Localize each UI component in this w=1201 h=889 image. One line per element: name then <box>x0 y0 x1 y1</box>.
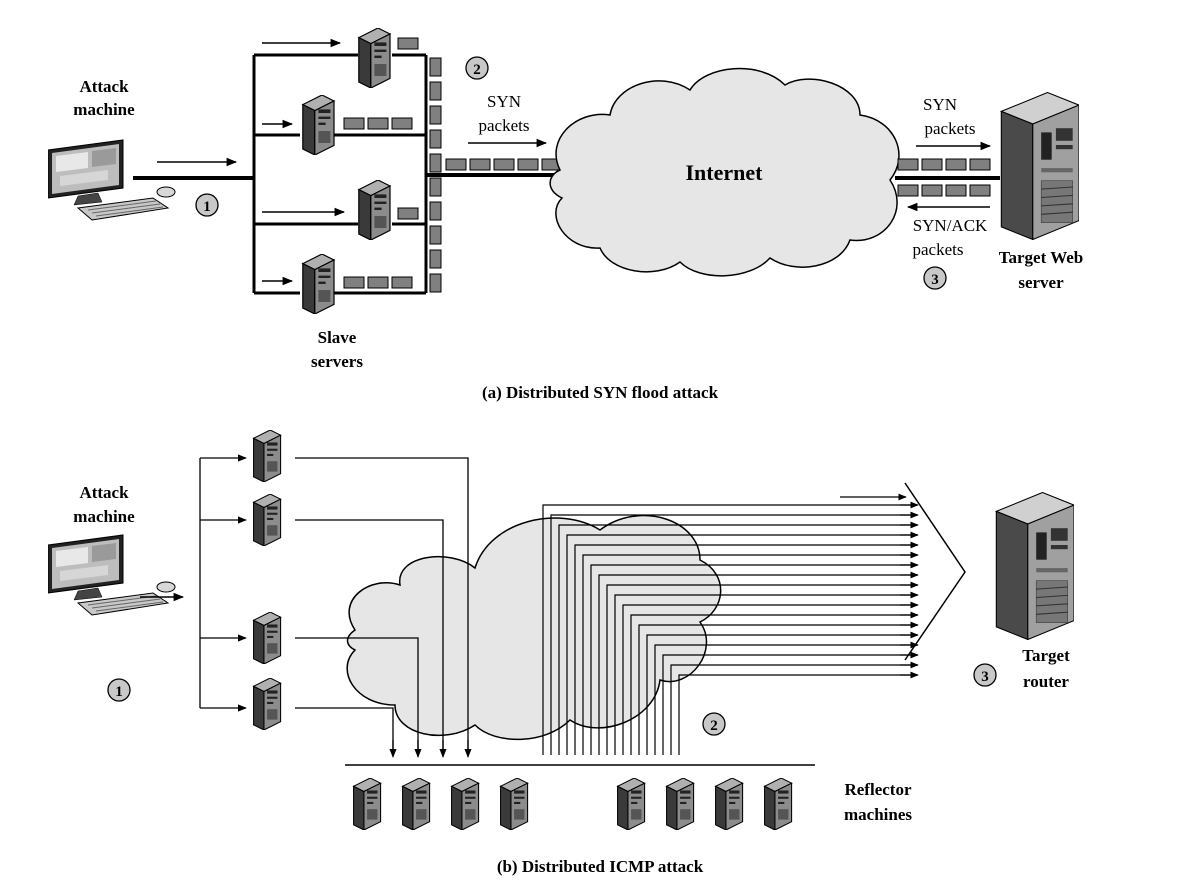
syn-label-line2: packets <box>479 116 530 135</box>
reflector-server-icon <box>450 778 480 830</box>
step-3-number: 3 <box>981 669 989 685</box>
synack-label-line2: packets <box>913 240 964 259</box>
slave-server-icon <box>302 254 335 314</box>
internet-label: Internet <box>686 160 764 185</box>
slave-server-icon <box>358 180 391 240</box>
target-label-line1: Target Web <box>999 248 1084 267</box>
step-3-number: 3 <box>931 272 939 288</box>
slave-label-line2: servers <box>311 352 363 371</box>
target-label-line1: Target <box>1022 646 1070 665</box>
step-2-number: 2 <box>710 718 718 734</box>
reflector-server-icon <box>665 778 695 830</box>
attack-machine-label-line2: machine <box>73 507 135 526</box>
agent-server-icon <box>252 430 282 482</box>
reflector-server-icon <box>499 778 529 830</box>
packet-queue <box>445 158 561 171</box>
slave-server-icon <box>358 28 391 88</box>
slave-label-line1: Slave <box>318 328 357 347</box>
flood-arrowheads <box>840 493 919 679</box>
agent-server-icon <box>252 678 282 730</box>
reflector-command-arrows <box>389 740 472 758</box>
icmp-attack-panel: Attack machine 1 <box>48 430 1074 876</box>
reflection-flood <box>542 504 917 755</box>
slave-tree <box>252 53 428 295</box>
step-2-badge <box>702 712 726 736</box>
agent-server-icon <box>252 612 282 664</box>
attack-machine-label-line2: machine <box>73 100 135 119</box>
attack-machine-icon <box>48 534 176 616</box>
packet-queue <box>897 158 991 197</box>
big-flood-arrowhead <box>904 482 966 661</box>
syn-label-line1: SYN <box>487 92 521 111</box>
internet-cloud <box>346 514 722 741</box>
caption-a: (a) Distributed SYN flood attack <box>482 383 719 402</box>
reflector-server-icon <box>763 778 793 830</box>
reflector-command-lines <box>295 457 469 755</box>
syn-in-label-line1: SYN <box>923 95 957 114</box>
reflector-server-icon <box>616 778 646 830</box>
syn-flood-panel: Attack machine 1 <box>48 28 1083 402</box>
reflector-server-icon <box>401 778 431 830</box>
target-router-icon <box>995 492 1074 640</box>
internet-cloud <box>549 67 900 277</box>
step-3-badge <box>923 266 947 290</box>
step-1-badge <box>195 193 219 217</box>
step-3-badge <box>973 663 997 687</box>
reflector-label-line1: Reflector <box>844 780 911 799</box>
agent-server-icon <box>252 494 282 546</box>
attack-machine-label-line1: Attack <box>79 77 129 96</box>
slave-server-icon <box>302 95 335 155</box>
packet-column <box>429 57 442 293</box>
step-1-number: 1 <box>115 684 123 700</box>
attack-machine-label-line1: Attack <box>79 483 129 502</box>
reflector-label-line2: machines <box>844 805 912 824</box>
target-label-line2: server <box>1018 273 1064 292</box>
target-label-line2: router <box>1023 672 1069 691</box>
target-web-server-icon <box>1000 92 1079 240</box>
step-2-badge <box>465 56 489 80</box>
packet-queue <box>343 37 419 289</box>
reflector-server-icon <box>714 778 744 830</box>
caption-b: (b) Distributed ICMP attack <box>497 857 704 876</box>
step-2-number: 2 <box>473 62 481 78</box>
step-1-number: 1 <box>203 199 211 215</box>
reflector-server-icon <box>352 778 382 830</box>
syn-in-label-line2: packets <box>925 119 976 138</box>
synack-label-line1: SYN/ACK <box>913 216 988 235</box>
step-1-badge <box>107 678 131 702</box>
